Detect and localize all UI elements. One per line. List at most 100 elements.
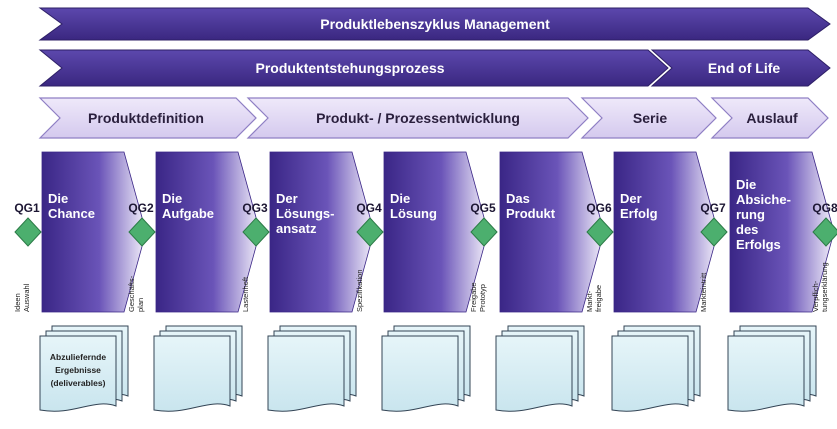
step-7-label-line: Absiche- <box>736 192 791 207</box>
gate-8-label: QG8 <box>812 201 837 215</box>
step-7-label-line: rung <box>736 207 765 222</box>
phase-auslauf: Auslauf <box>710 97 829 139</box>
step-2-shape <box>155 151 261 313</box>
deliverables-label-line: (deliverables) <box>51 378 106 388</box>
deliverables-label-line: Abzuliefernde <box>50 352 106 362</box>
gate-2-diamond <box>128 217 156 247</box>
band-pep-label: Produktentstehungsprozess <box>255 60 444 76</box>
band-pep: Produktentstehungsprozess <box>38 49 669 87</box>
deliverable-sheet <box>495 335 573 412</box>
deliverable-stack-2 <box>153 325 243 412</box>
phase-produktdefinition-label: Produktdefinition <box>88 110 204 126</box>
band-plm-shape <box>38 7 831 41</box>
step-3-shape <box>269 151 375 313</box>
gate-4-diamond <box>356 217 384 247</box>
phase-serie: Serie <box>580 97 717 139</box>
deliverable-sheet <box>267 335 345 412</box>
deliverable-sheet <box>611 335 689 412</box>
step-4-label-line: Die <box>390 191 410 206</box>
phase-auslauf-label: Auslauf <box>746 110 798 126</box>
gate-1-milestone: Auswahl <box>22 283 31 312</box>
step-5-shape <box>499 151 605 313</box>
deliverable-sheet <box>727 335 805 412</box>
process-steps: DieChanceDieAufgabeDerLösungs-ansatzDieL… <box>41 151 835 313</box>
step-2-label-line: Die <box>162 191 182 206</box>
gate-5-milestone: Prototyp <box>478 284 487 312</box>
step-5-label-line: Produkt <box>506 206 556 221</box>
step-3-label-line: Der <box>276 191 298 206</box>
step-2-label-line: Aufgabe <box>162 206 214 221</box>
phase-serie-shape <box>580 97 717 139</box>
gate-6-diamond <box>586 217 614 247</box>
deliverable-sheet <box>381 335 459 412</box>
phase-auslauf-shape <box>710 97 829 139</box>
gate-8-diamond <box>812 217 837 247</box>
step-1-shape <box>41 151 147 313</box>
gate-6-milestone: freigabe <box>594 285 603 312</box>
gate-5-label: QG5 <box>470 201 496 215</box>
phase-entwicklung: Produkt- / Prozessentwicklung <box>246 97 589 139</box>
step-5-label-line: Das <box>506 191 530 206</box>
deliverable-stack-3 <box>267 325 357 412</box>
gate-6-label: QG6 <box>586 201 612 215</box>
step-6-shape <box>613 151 719 313</box>
step-7-shape <box>729 151 835 313</box>
gate-7-diamond <box>700 217 728 247</box>
gate-5-milestone: Freigabe <box>469 282 478 312</box>
gate-3-milestone: Lastenheft <box>241 276 250 312</box>
gate-1-label: QG1 <box>14 201 40 215</box>
phase-entwicklung-shape <box>246 97 589 139</box>
step-4-shape <box>383 151 489 313</box>
band-eol-label: End of Life <box>708 60 781 76</box>
step-6-label-line: Der <box>620 191 642 206</box>
step-7-label-line: Die <box>736 177 756 192</box>
deliverable-stack-5 <box>495 325 585 412</box>
gate-2-milestone: plan <box>136 298 145 312</box>
phase-entwicklung-label: Produkt- / Prozessentwicklung <box>316 110 520 126</box>
deliverable-stack-6 <box>611 325 701 412</box>
deliverable-sheet <box>39 335 117 412</box>
gate-1-diamond <box>14 217 42 247</box>
deliverable-stack-7 <box>727 325 817 412</box>
gate-3-label: QG3 <box>242 201 268 215</box>
gate-7-milestone: Markteintritt <box>699 272 708 312</box>
gate-8-milestone: Verpflich- <box>811 280 820 312</box>
gate-3-diamond <box>242 217 270 247</box>
band-eol-shape <box>650 49 831 87</box>
gate-4-milestone: Spezifikation <box>355 269 364 312</box>
gate-7-label: QG7 <box>700 201 726 215</box>
step-7-label-line: des <box>736 222 758 237</box>
band-plm: Produktlebenszyklus Management <box>38 7 831 41</box>
step-1-label-line: Die <box>48 191 68 206</box>
phase-produktdefinition: Produktdefinition <box>38 97 257 139</box>
step-6-label-line: Erfolg <box>620 206 658 221</box>
phase-produktdefinition-shape <box>38 97 257 139</box>
step-3-label-line: Lösungs- <box>276 206 335 221</box>
gate-1-milestone: Ideen <box>13 293 22 312</box>
deliverables-label-line: Ergebnisse <box>55 365 101 375</box>
step-1-label-line: Chance <box>48 206 95 221</box>
gate-6-milestone: Markt- <box>585 290 594 312</box>
phase-serie-label: Serie <box>633 110 667 126</box>
deliverable-stack-4 <box>381 325 471 412</box>
band-plm-label: Produktlebenszyklus Management <box>320 16 550 32</box>
deliverable-sheet <box>153 335 231 412</box>
gate-8-milestone: tungserklärung <box>820 262 829 312</box>
step-3-label-line: ansatz <box>276 221 317 236</box>
